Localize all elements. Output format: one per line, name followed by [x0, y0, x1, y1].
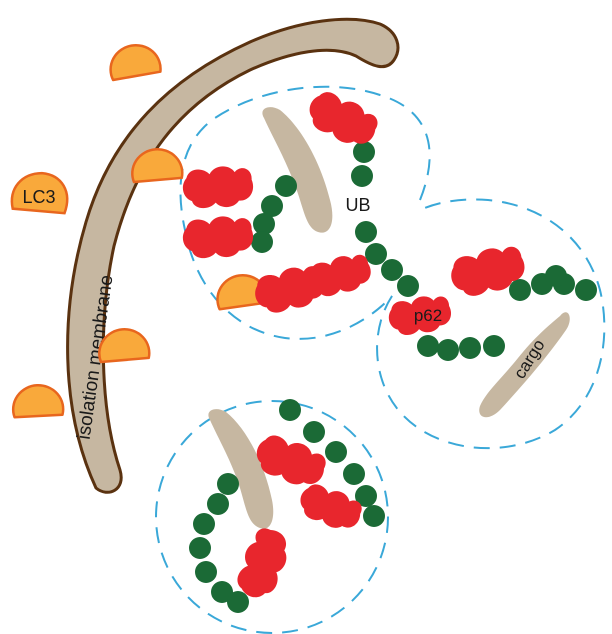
lc3-protein-icon [12, 384, 64, 417]
lc3-label: LC3 [22, 187, 55, 207]
p62-label: p62 [414, 306, 442, 325]
ub-label: UB [345, 195, 370, 215]
lc3-protein-icon [107, 41, 162, 80]
